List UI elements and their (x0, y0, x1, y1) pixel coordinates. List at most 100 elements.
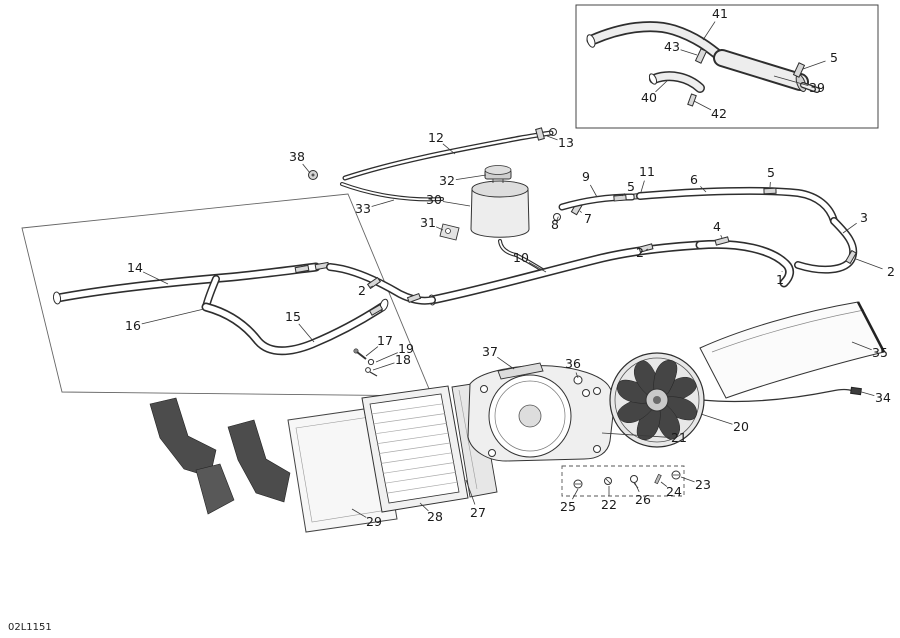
coolant-reservoir-tank (439, 165, 546, 273)
callout-label: 4 (713, 219, 721, 234)
leader-line (855, 258, 883, 270)
leader-line (572, 488, 579, 500)
callout-label: 33 (355, 201, 371, 216)
callout-label: 24 (666, 484, 682, 499)
leader-line (802, 60, 826, 70)
callout-label: 2 (358, 283, 366, 298)
callout-label: 2 (636, 245, 644, 260)
callout-label: 17 (377, 333, 393, 348)
bolt-24 (654, 473, 662, 485)
clamp-42 (687, 93, 697, 107)
radiator (361, 385, 469, 513)
washer-19 (367, 358, 375, 366)
screw-26 (630, 475, 638, 483)
callout-label: 23 (695, 477, 711, 492)
leader-line (857, 390, 875, 396)
callout-label: 34 (875, 390, 891, 405)
bolt-hole (593, 445, 601, 453)
callout-label: 1 (776, 272, 784, 287)
leader-line (634, 482, 640, 493)
clamp-2 (368, 304, 384, 316)
leader-line (645, 248, 649, 251)
exhaust-pipe-assembly (586, 21, 820, 107)
callout-label: 20 (733, 419, 749, 434)
leader-line (680, 476, 695, 483)
clamp-2 (294, 264, 310, 274)
heat-shield (699, 301, 886, 399)
callout-label: 5 (767, 165, 775, 180)
callout-label: 42 (711, 106, 727, 121)
leader-line (141, 308, 205, 325)
clamp-13 (535, 127, 545, 141)
leader-line (370, 285, 374, 288)
leader-line (365, 346, 379, 357)
callout-label: 27 (470, 505, 486, 520)
leader-line (575, 372, 579, 379)
leader-line (621, 193, 625, 197)
leader-line (419, 502, 429, 512)
clamp-2 (366, 276, 382, 290)
washer-36 (573, 375, 583, 385)
bolt-hole (488, 449, 496, 457)
leader-line (435, 226, 444, 231)
leader-line (640, 180, 645, 193)
leader-line (546, 135, 558, 141)
callout-label: 22 (601, 497, 617, 512)
clamp-4 (714, 236, 730, 246)
leader-line (842, 222, 857, 234)
leader-line (455, 174, 487, 181)
bolt-hole (593, 387, 601, 395)
overflow-hose-12 (308, 127, 557, 202)
clamp-2 (638, 243, 654, 253)
leader-line (589, 184, 598, 198)
leader-line (702, 21, 716, 41)
leader-line (851, 341, 872, 351)
leader-line (302, 163, 311, 174)
leader-line (528, 262, 547, 273)
leader-line (351, 508, 367, 518)
pipe-open-end (586, 34, 596, 48)
callout-label: 16 (125, 318, 141, 333)
clamp-5 (763, 187, 777, 195)
clamp-5 (613, 194, 627, 202)
leader-line (700, 413, 733, 425)
callout-label: 3 (860, 210, 868, 225)
leader-line (442, 201, 471, 207)
leader-line (680, 49, 698, 56)
leader-line (375, 352, 398, 363)
leader-line (693, 100, 712, 111)
callout-label: 13 (558, 135, 574, 150)
leader-line (298, 323, 315, 343)
callout-label: 41 (712, 6, 728, 21)
leader-line (579, 210, 582, 213)
callout-label: 6 (690, 172, 698, 187)
clamp-2 (406, 292, 422, 304)
leader-line (773, 75, 809, 86)
callout-label: 30 (426, 192, 442, 207)
pipe-open-end (648, 73, 658, 85)
callout-label: 37 (482, 344, 498, 359)
hardware-kit-box (561, 465, 685, 497)
callout-label: 11 (639, 164, 655, 179)
callout-label: 29 (366, 514, 382, 529)
callout-label: 7 (584, 211, 592, 226)
callout-label: 31 (420, 215, 436, 230)
screw-18 (365, 367, 371, 373)
drawing-code: 02L1151 (8, 622, 52, 633)
radiator-core-fins (371, 403, 458, 494)
leader-line (465, 479, 476, 505)
fan-shroud (467, 362, 615, 462)
washer-36 (582, 389, 590, 397)
bracket-37 (497, 362, 544, 380)
upper-hose-run (553, 186, 858, 274)
leader-line (372, 362, 395, 371)
leader-line (601, 432, 671, 438)
leader-line (660, 481, 668, 487)
callout-label: 21 (671, 430, 687, 445)
leader-line (655, 79, 669, 93)
left-hose-run (52, 261, 436, 356)
callout-label: 18 (395, 352, 411, 367)
callout-label: 8 (551, 217, 559, 232)
